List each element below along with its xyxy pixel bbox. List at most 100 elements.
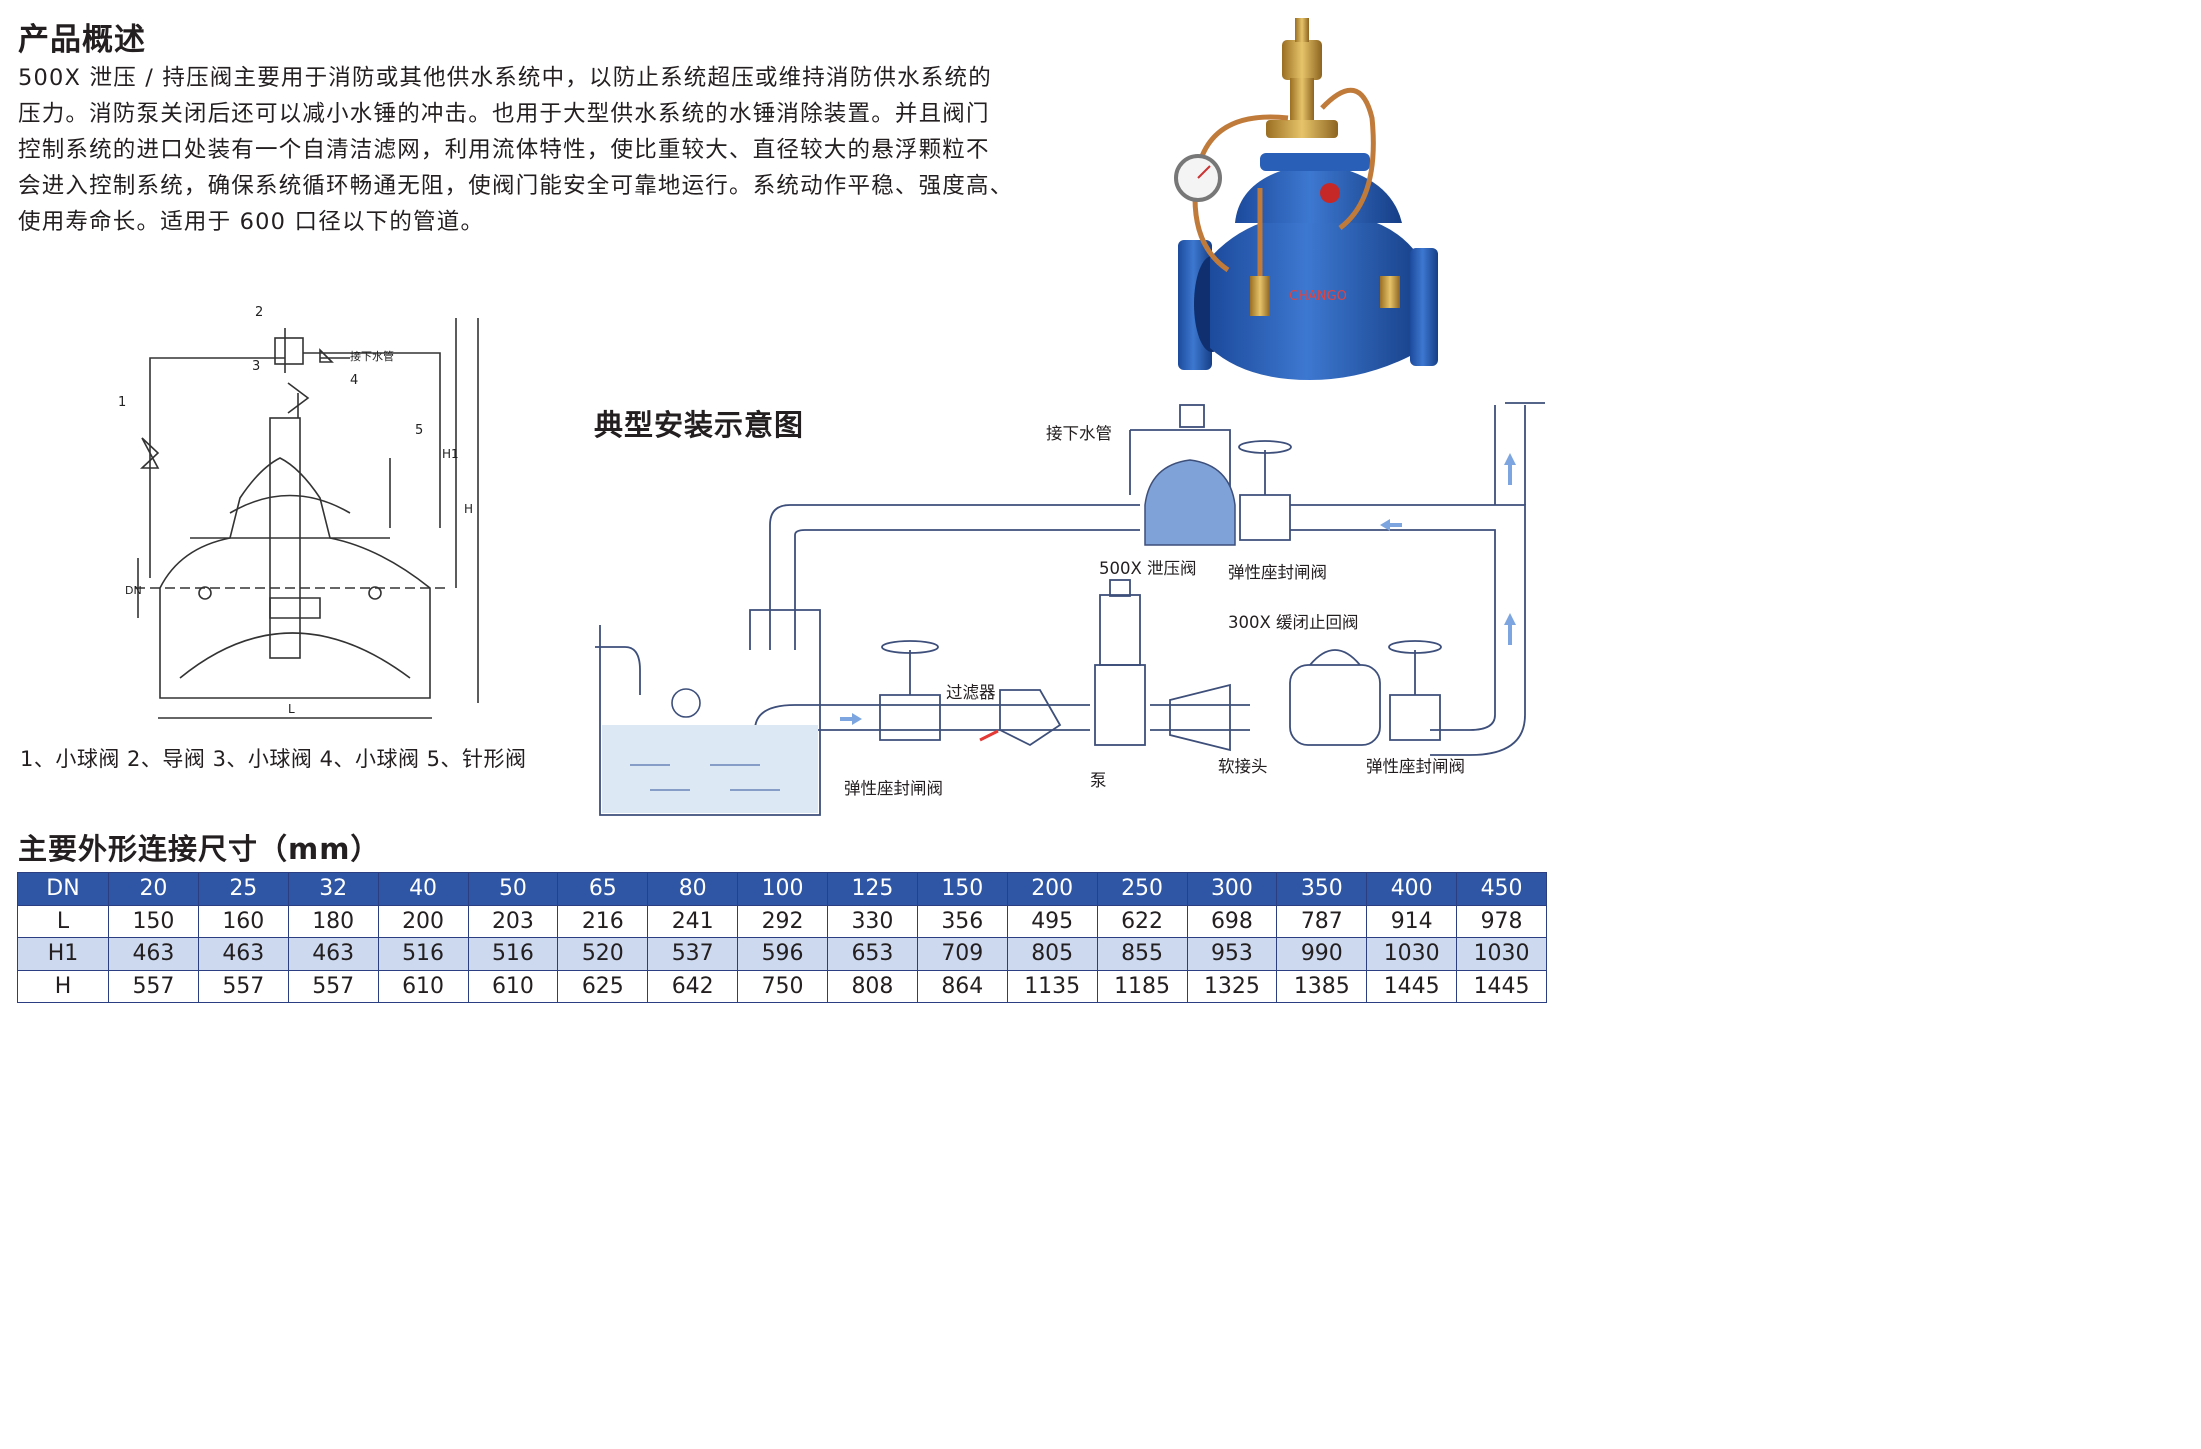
overview-line: 会进入控制系统，确保系统循环畅通无阻，使阀门能安全可靠地运行。系统动作平稳、强度… (18, 173, 1014, 199)
table-cell: 805 (1006, 937, 1098, 971)
overview-line: 控制系统的进口处装有一个自清洁滤网，利用流体特性，使比重较大、直径较大的悬浮颗粒… (18, 137, 990, 163)
table-cell: 241 (647, 904, 739, 938)
overview-line: 使用寿命长。适用于 600 口径以下的管道。 (18, 209, 485, 235)
table-cell: 200 (1006, 872, 1098, 906)
table-cell: 356 (916, 904, 1008, 938)
installation-title: 典型安装示意图 (594, 408, 805, 442)
table-cell: 100 (737, 872, 828, 906)
table-cell: 150 (108, 904, 199, 938)
table-cell: 150 (916, 872, 1008, 906)
callout-2: 2 (255, 305, 263, 320)
overview-title: 产品概述 (18, 22, 146, 58)
label-pump: 泵 (1090, 771, 1107, 790)
table-cell: 864 (916, 969, 1008, 1003)
brand-mark: CHANGO (1289, 289, 1347, 304)
overview-paragraph: 500X 泄压 / 持压阀主要用于消防或其他供水系统中，以防止系统超压或维持消防… (18, 60, 1078, 240)
drawing-legend: 1、小球阀 2、导阀 3、小球阀 4、小球阀 5、针形阀 (20, 747, 527, 771)
table-cell: 463 (197, 937, 289, 971)
row-label: DN (17, 872, 109, 906)
table-cell: 1185 (1096, 969, 1188, 1003)
label-drain-pipe: 接下水管 (1046, 424, 1112, 443)
row-label: H (17, 969, 109, 1003)
callout-1: 1 (118, 395, 126, 410)
table-cell: 516 (377, 937, 469, 971)
dimensions-title: 主要外形连接尺寸（mm） (18, 832, 381, 866)
table-cell: 1030 (1456, 937, 1547, 971)
callout-5: 5 (415, 423, 423, 438)
table-cell: 622 (1096, 904, 1188, 938)
overview-line: 500X 泄压 / 持压阀主要用于消防或其他供水系统中，以防止系统超压或维持消防… (18, 65, 992, 91)
callout-3: 3 (252, 359, 260, 374)
table-cell: 1445 (1366, 969, 1458, 1003)
table-cell: 1135 (1006, 969, 1098, 1003)
dim-h-label: H (464, 502, 473, 516)
table-cell: 557 (197, 969, 289, 1003)
label-gate-valve-left: 弹性座封闸阀 (844, 779, 943, 798)
label-check-valve: 300X 缓闭止回阀 (1228, 613, 1359, 632)
table-cell: 160 (197, 904, 289, 938)
table-cell: 1445 (1456, 969, 1547, 1003)
table-cell: 1030 (1366, 937, 1458, 971)
table-cell: 978 (1456, 904, 1547, 938)
table-cell: 40 (377, 872, 469, 906)
table-cell: 20 (108, 872, 199, 906)
table-cell: 625 (557, 969, 649, 1003)
row-label: L (17, 904, 109, 938)
dim-l-label: L (288, 702, 295, 716)
table-cell: 914 (1366, 904, 1458, 938)
table-cell: 1385 (1276, 969, 1368, 1003)
table-cell: 787 (1276, 904, 1368, 938)
table-cell: 250 (1096, 872, 1188, 906)
label-filter: 过滤器 (946, 683, 996, 702)
overview-line: 压力。消防泵关闭后还可以减小水锤的冲击。也用于大型供水系统的水锤消除装置。并且阀… (18, 101, 990, 127)
table-cell: 516 (467, 937, 559, 971)
table-cell: 50 (467, 872, 559, 906)
table-cell: 300 (1186, 872, 1278, 906)
table-cell: 32 (287, 872, 379, 906)
label-gate-valve-top: 弹性座封闸阀 (1228, 563, 1327, 582)
dim-h1-label: H1 (442, 447, 459, 461)
table-cell: 520 (557, 937, 649, 971)
table-cell: 80 (647, 872, 739, 906)
row-label: H1 (17, 937, 109, 971)
table-cell: 557 (108, 969, 199, 1003)
table-cell: 180 (287, 904, 379, 938)
table-cell: 495 (1006, 904, 1098, 938)
label-relief-valve: 500X 泄压阀 (1099, 559, 1197, 578)
installation-diagram (595, 402, 1545, 816)
callout-4: 4 (350, 373, 358, 388)
table-cell: 1325 (1186, 969, 1278, 1003)
table-cell: 709 (916, 937, 1008, 971)
table-cell: 557 (287, 969, 379, 1003)
table-cell: 330 (827, 904, 918, 938)
table-cell: 855 (1096, 937, 1188, 971)
drawing-pipe-label: 接下水管 (350, 349, 394, 363)
table-cell: 200 (377, 904, 469, 938)
table-cell: 642 (647, 969, 739, 1003)
table-cell: 125 (827, 872, 918, 906)
table-cell: 400 (1366, 872, 1458, 906)
table-cell: 808 (827, 969, 918, 1003)
table-cell: 537 (647, 937, 739, 971)
table-cell: 450 (1456, 872, 1547, 906)
label-gate-valve-right: 弹性座封闸阀 (1366, 757, 1465, 776)
table-cell: 463 (108, 937, 199, 971)
table-cell: 65 (557, 872, 649, 906)
table-cell: 698 (1186, 904, 1278, 938)
table-cell: 216 (557, 904, 649, 938)
table-cell: 596 (737, 937, 828, 971)
valve-section-drawing: 1 2 3 4 5 接下水管 H1 H DN L (118, 305, 479, 719)
table-cell: 350 (1276, 872, 1368, 906)
label-soft-joint: 软接头 (1218, 757, 1268, 776)
table-cell: 953 (1186, 937, 1278, 971)
table-cell: 990 (1276, 937, 1368, 971)
table-cell: 292 (737, 904, 828, 938)
dim-dn-label: DN (125, 584, 142, 597)
table-cell: 203 (467, 904, 559, 938)
table-cell: 463 (287, 937, 379, 971)
